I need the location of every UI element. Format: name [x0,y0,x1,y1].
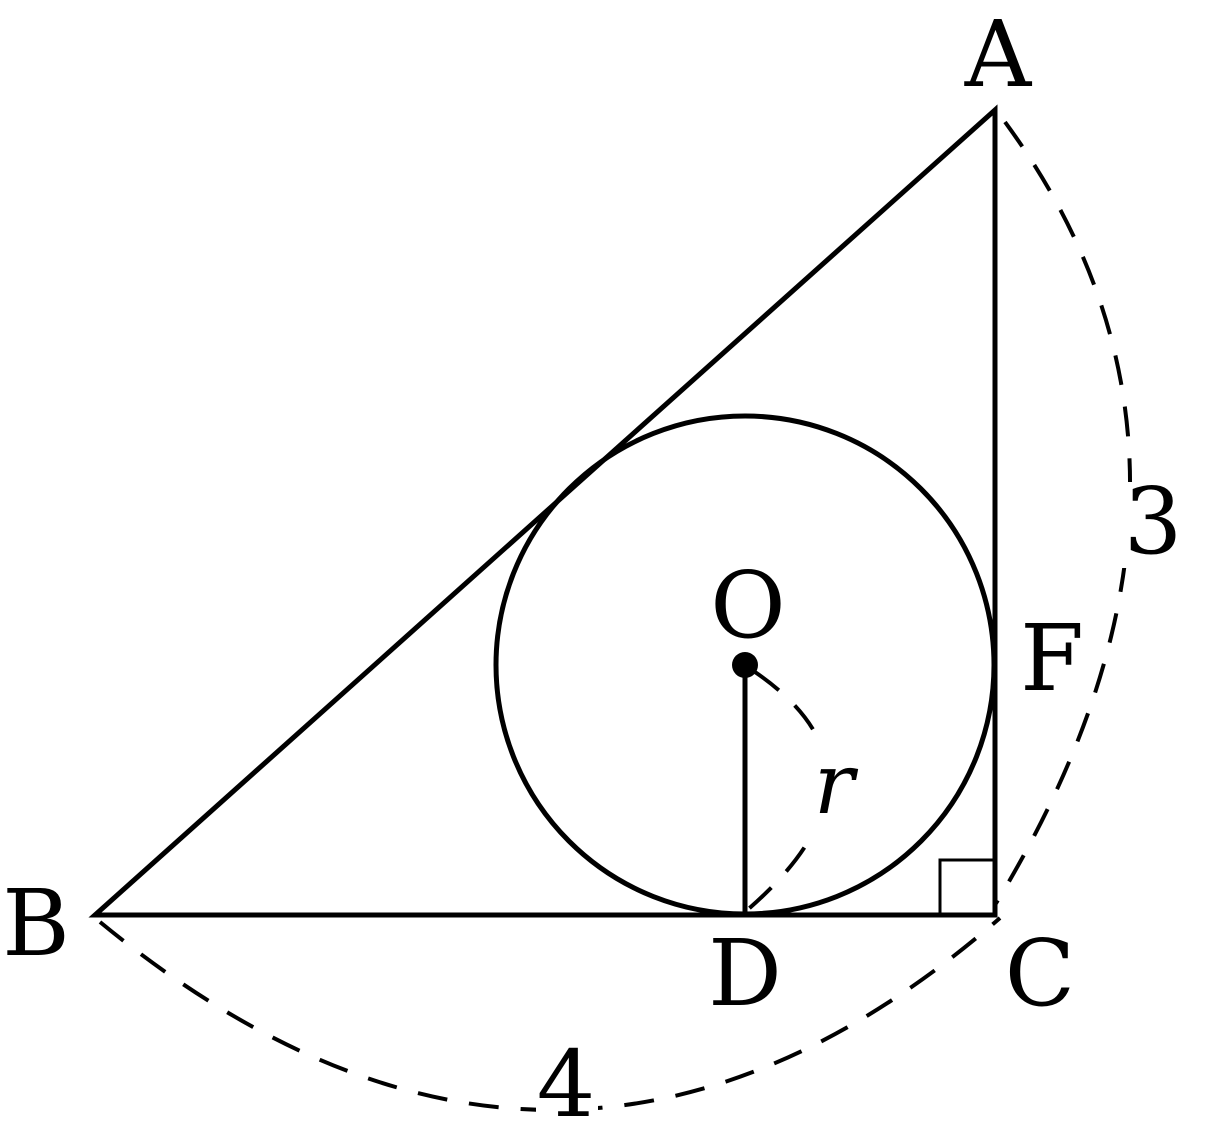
label-bg-r [808,748,858,832]
label-c: C [1005,920,1075,1027]
label-b: B [2,870,70,977]
label-d: D [708,920,782,1027]
label-side-ac: 3 [1124,468,1183,575]
right-angle-marker [938,858,995,915]
dimension-arc-ac [993,120,1132,907]
label-o: O [710,552,785,659]
triangle-abc [88,104,998,918]
label-a: A [964,1,1033,108]
label-side-bc: 4 [537,1031,596,1138]
label-bg-3 [1120,482,1186,568]
label-bg-4 [536,1048,598,1128]
label-f: F [1020,605,1084,712]
label-radius: r [814,735,859,833]
center-point-o [732,652,758,678]
dimension-arc-bc [98,916,1002,1112]
